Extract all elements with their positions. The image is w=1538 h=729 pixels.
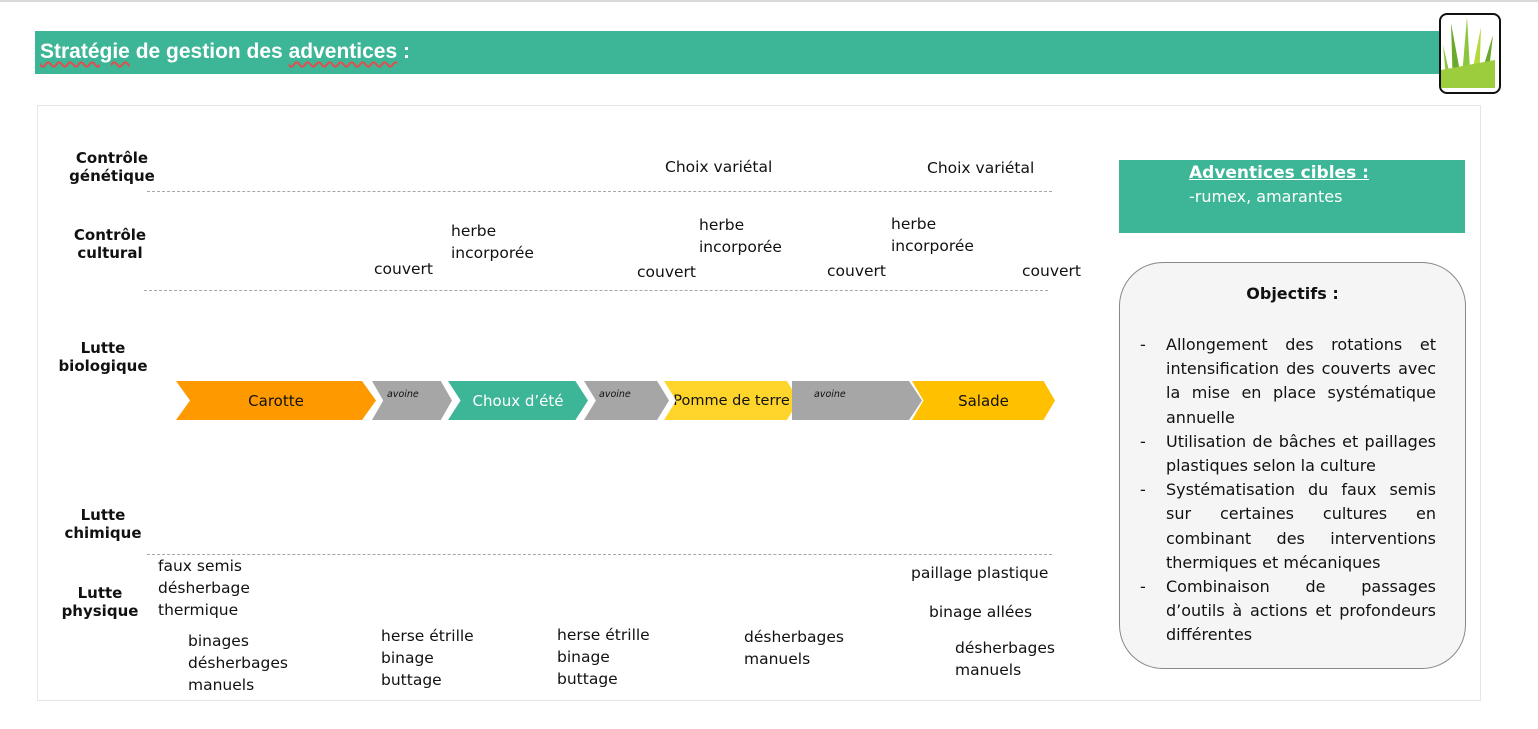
row-label-controle-cultural: Contrôle cultural (73, 226, 147, 262)
couvert-2: couvert (637, 263, 696, 281)
cover-avoine-2: avoine (584, 381, 669, 420)
header-banner: Stratégie de gestion des adventices : (35, 31, 1445, 74)
grass-logo-icon (1439, 13, 1501, 94)
choix-varietal-2: Choix variétal (927, 159, 1035, 177)
crop-carotte: Carotte (176, 381, 376, 420)
objectifs-title: Objectifs : (1246, 284, 1339, 303)
separator-cultural (144, 290, 1048, 291)
paillage-plastique: paillage plastique (911, 564, 1049, 582)
row-label-controle-genetique: Contrôle génétique (69, 149, 155, 185)
crop-salade: Salade (912, 381, 1055, 420)
binage-allees: binage allées (929, 603, 1033, 621)
separator-genetique (147, 191, 1052, 192)
page-title: Stratégie de gestion des adventices : (40, 40, 410, 63)
adventices-cibles-list: -rumex, amarantes (1189, 187, 1343, 206)
couvert-3: couvert (827, 262, 886, 280)
choix-varietal-1: Choix variétal (665, 158, 773, 176)
row-label-lutte-chimique: Lutte chimique (64, 506, 142, 542)
objectif-item: -Combinaison de passages d’outils à acti… (1140, 577, 1436, 645)
objectifs-list: -Allongement des rotations et intensific… (1140, 333, 1436, 648)
row-label-lutte-biologique: Lutte biologique (58, 339, 148, 375)
adventices-cibles-title: Adventices cibles : (1189, 163, 1369, 183)
couvert-4: couvert (1022, 262, 1081, 280)
crop-choux-ete: Choux d’été (448, 381, 588, 420)
objectif-item: -Allongement des rotations et intensific… (1140, 335, 1436, 427)
cover-avoine-3: avoine (792, 381, 922, 420)
cover-avoine-1: avoine (372, 381, 452, 420)
objectif-item: -Utilisation de bâches et paillages plas… (1140, 431, 1436, 476)
top-border (0, 0, 1538, 2)
objectif-item: -Systématisation du faux semis sur certa… (1140, 480, 1436, 572)
objectifs-box: Objectifs : -Allongement des rotations e… (1119, 262, 1466, 669)
row-label-lutte-physique: Lutte physique (61, 584, 139, 620)
couvert-1: couvert (374, 260, 433, 278)
crop-pomme-de-terre: Pomme de terre (664, 381, 799, 420)
adventices-cibles-box: Adventices cibles : -rumex, amarantes (1119, 160, 1465, 233)
separator-chimique (147, 554, 1052, 555)
